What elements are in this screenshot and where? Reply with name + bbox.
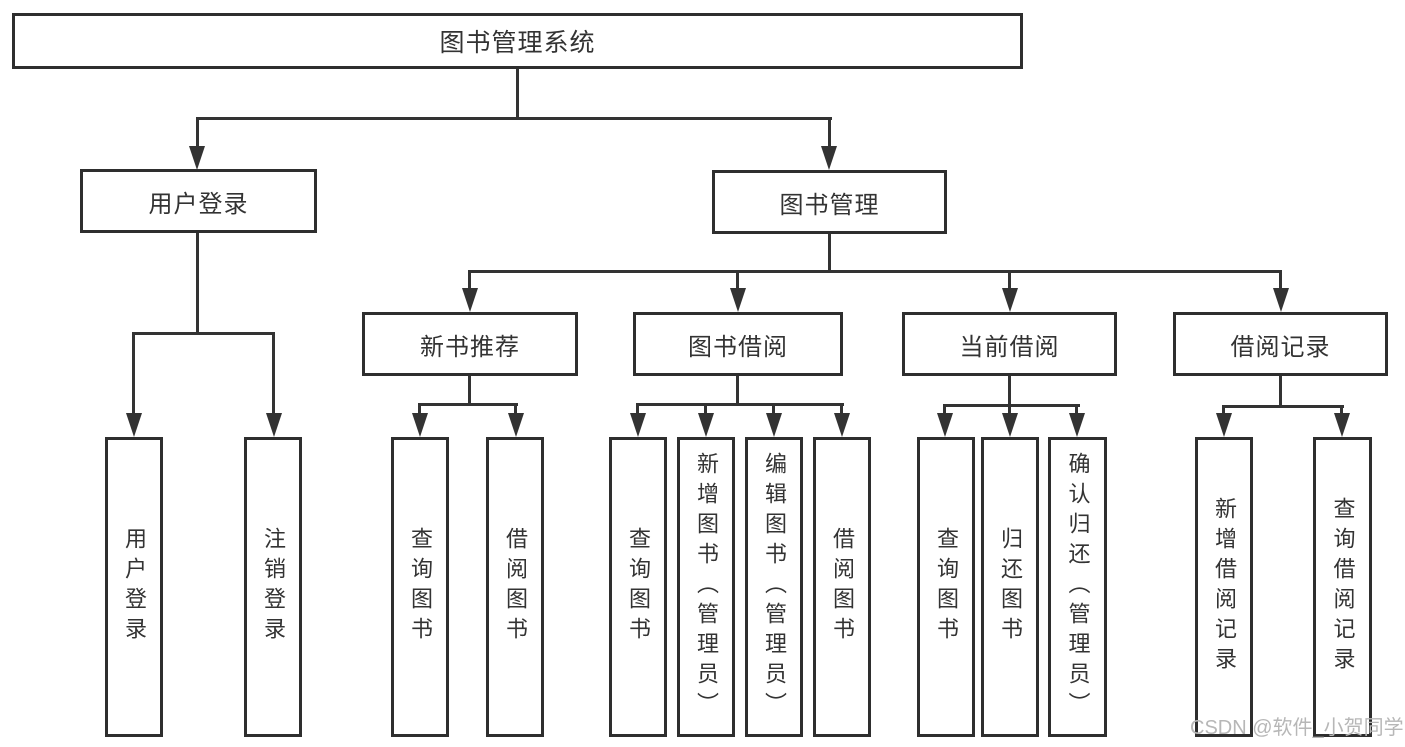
edge-stem (196, 117, 199, 149)
watermark: CSDN @软件_小贺同学 (1190, 717, 1404, 739)
arrow-down-icon (1002, 288, 1018, 312)
edge-bar (943, 404, 1080, 407)
leaf-return-books: 归还图书 (981, 437, 1039, 737)
edge-stem (418, 403, 421, 416)
arrow-down-icon (937, 413, 953, 437)
arrow-down-icon (508, 413, 524, 437)
leaf-label: 新增借阅记录 (1212, 497, 1237, 677)
edge-stem (514, 403, 517, 416)
edge-bar (132, 332, 275, 335)
edge-bar (1222, 405, 1344, 408)
edge-root-trunk (516, 69, 519, 119)
node-label: 新书推荐 (420, 333, 520, 361)
leaf-borrow-books: 借阅图书 (813, 437, 871, 737)
arrow-down-icon (126, 413, 142, 437)
arrow-down-icon (1216, 413, 1232, 437)
edge-stem (772, 403, 775, 416)
leaf-label: 新增图书（管理员） (694, 452, 719, 722)
leaf-label: 借阅图书 (830, 527, 855, 647)
arrow-down-icon (189, 146, 205, 170)
arrow-down-icon (821, 146, 837, 170)
arrow-down-icon (698, 413, 714, 437)
edge-trunk (468, 376, 471, 406)
arrow-down-icon (630, 413, 646, 437)
leaf-logout: 注销登录 (244, 437, 302, 737)
node-new-book-recommend: 新书推荐 (362, 312, 578, 376)
node-current-borrow: 当前借阅 (902, 312, 1117, 376)
edge-bar (418, 403, 518, 406)
node-root: 图书管理系统 (12, 13, 1023, 69)
node-user-login: 用户登录 (80, 169, 317, 233)
arrow-down-icon (1273, 288, 1289, 312)
edge-stem (1075, 404, 1078, 416)
node-book-borrow: 图书借阅 (633, 312, 843, 376)
leaf-label: 查询图书 (408, 527, 433, 647)
edge-stem (736, 270, 739, 291)
leaf-label: 查询借阅记录 (1330, 497, 1356, 677)
arrow-down-icon (730, 288, 746, 312)
leaf-label: 确认归还（管理员） (1065, 452, 1091, 722)
edge-stem (1222, 405, 1225, 416)
arrow-down-icon (266, 413, 282, 437)
edge-trunk (1279, 376, 1282, 408)
edge-stem (1008, 404, 1011, 416)
edge-stem (272, 332, 275, 416)
edge-stem (828, 117, 831, 149)
arrow-down-icon (1069, 413, 1085, 437)
edge-trunk (736, 376, 739, 406)
edge-stem (636, 403, 639, 416)
edge-stem (1008, 270, 1011, 291)
edge-stem (943, 404, 946, 416)
node-label: 当前借阅 (959, 333, 1060, 361)
node-label: 图书管理 (779, 191, 880, 219)
edge-stem (132, 332, 135, 416)
arrow-down-icon (834, 413, 850, 437)
edge-stem (840, 403, 843, 416)
edge-stem (1340, 405, 1343, 416)
arrow-down-icon (766, 413, 782, 437)
leaf-add-books-admin: 新增图书（管理员） (677, 437, 735, 737)
edge-trunk (828, 234, 831, 273)
leaf-user-login: 用户登录 (105, 437, 163, 737)
leaf-label: 查询图书 (934, 527, 959, 647)
leaf-label: 注销登录 (261, 527, 286, 647)
arrow-down-icon (412, 413, 428, 437)
edge-stem (1279, 270, 1282, 291)
leaf-query-books: 查询图书 (609, 437, 667, 737)
node-book-management: 图书管理 (712, 170, 947, 234)
arrow-down-icon (1334, 413, 1350, 437)
leaf-query-books: 查询图书 (391, 437, 449, 737)
arrow-down-icon (462, 288, 478, 312)
edge-bar (636, 403, 844, 406)
edge-trunk (1008, 376, 1011, 407)
node-borrow-records: 借阅记录 (1173, 312, 1388, 376)
edge-bar (468, 270, 1282, 273)
leaf-borrow-books: 借阅图书 (486, 437, 544, 737)
leaf-label: 查询图书 (626, 527, 651, 647)
leaf-label: 编辑图书（管理员） (762, 452, 787, 722)
leaf-label: 借阅图书 (503, 527, 528, 647)
node-label: 用户登录 (148, 190, 249, 218)
leaf-label: 归还图书 (998, 527, 1023, 647)
node-label: 图书借阅 (688, 333, 788, 361)
edge-stem (704, 403, 707, 416)
leaf-label: 用户登录 (122, 527, 147, 647)
leaf-edit-books-admin: 编辑图书（管理员） (745, 437, 803, 737)
node-label: 图书管理系统 (439, 29, 596, 57)
leaf-query-borrow-record: 查询借阅记录 (1313, 437, 1372, 737)
node-label: 借阅记录 (1230, 333, 1331, 361)
edge-root-bar (196, 117, 832, 120)
arrow-down-icon (1002, 413, 1018, 437)
leaf-query-books: 查询图书 (917, 437, 975, 737)
leaf-add-borrow-record: 新增借阅记录 (1195, 437, 1253, 737)
edge-trunk (196, 233, 199, 335)
edge-stem (468, 270, 471, 291)
leaf-confirm-return-admin: 确认归还（管理员） (1048, 437, 1107, 737)
